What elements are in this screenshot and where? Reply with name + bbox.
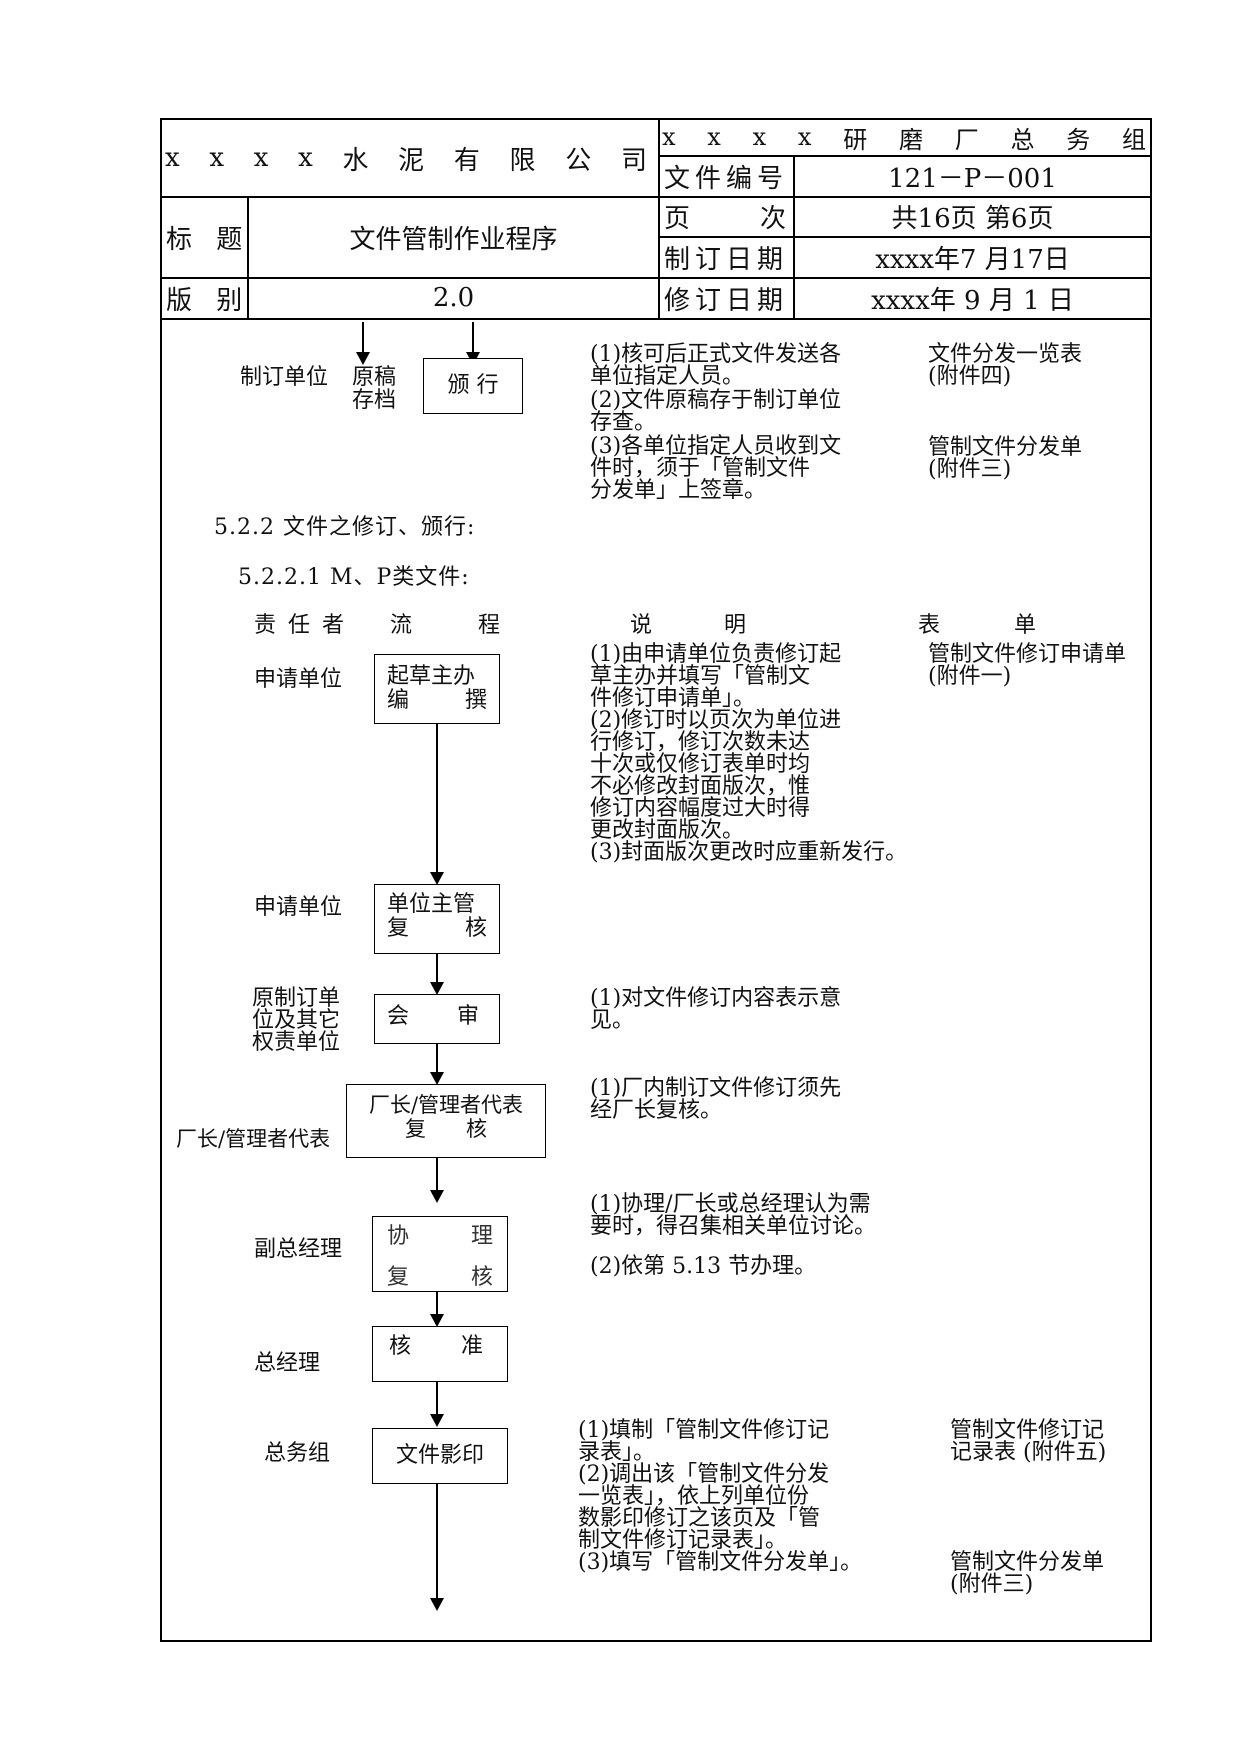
revise-date-label: 修订日期 <box>664 285 789 316</box>
draft-box: 起草主办 编撰 <box>374 654 500 724</box>
step5-notes: (1)协理/厂长或总经理认为需 要时，得召集相关单位讨论。 (2)依第 5.13… <box>590 1192 877 1279</box>
arrow-down-icon <box>356 352 370 365</box>
arrow-down-icon <box>430 872 444 885</box>
arrow-down-icon <box>430 982 444 995</box>
role-general-affairs: 总务组 <box>264 1441 331 1466</box>
arrow-down-icon <box>430 1414 444 1427</box>
role-plant-manager: 厂长/管理者代表 <box>176 1127 331 1151</box>
column-responsible: 责任者 <box>254 613 357 638</box>
document-title: 文件管制作业程序 <box>349 224 558 255</box>
issue-date-value: xxxx年7 月17日 <box>875 244 1070 275</box>
title-label: 标 题 <box>166 224 251 255</box>
page-label: 页次 <box>664 204 786 234</box>
role-applicant-unit: 申请单位 <box>254 667 343 692</box>
revise-date-value: xxxx年 9 月 1 日 <box>871 285 1074 316</box>
doc-no-value: 121－P－001 <box>888 163 1057 194</box>
arrow-down-icon <box>430 1314 444 1327</box>
issue-date-label: 制订日期 <box>664 244 789 275</box>
archive-label: 原稿存档 <box>352 365 397 413</box>
version-label: 版 别 <box>166 285 251 316</box>
arrow-down-icon <box>430 1190 444 1203</box>
step7-form-2: 管制文件分发单(附件三) <box>950 1550 1105 1597</box>
column-description: 说明 <box>630 613 746 638</box>
top-form-2: 管制文件分发单(附件三) <box>928 435 1083 482</box>
top-unit-label: 制订单位 <box>240 365 329 390</box>
step7-notes: (1)填制「管制文件修订记 录表」。 (2)调出该「管制文件分发 一览表」，依上… <box>578 1418 863 1575</box>
section-heading-5-2-2-1: 5.2.2.1 M、P类文件: <box>238 565 470 590</box>
joint-review-box: 会审 <box>374 994 500 1044</box>
step1-notes: (1)由申请单位负责修订起 草主办并填写「管制文 件修订申请单」。 (2)修订时… <box>590 642 908 865</box>
column-form: 表单 <box>918 613 1036 638</box>
associate-review-box: 协理 复核 <box>372 1216 508 1292</box>
top-form-1: 文件分发一览表(附件四) <box>928 342 1083 389</box>
role-gm: 总经理 <box>254 1351 321 1376</box>
issue-box: 颁 行 <box>423 358 523 414</box>
plant-manager-review-box: 厂长/管理者代表 复核 <box>346 1084 546 1158</box>
section-heading-5-2-2: 5.2.2 文件之修订、颁行: <box>214 515 476 540</box>
step3-notes: (1)对文件修订内容表示意 见。 <box>590 986 842 1033</box>
role-original-units: 原制订单位及其它权责单位 <box>252 986 341 1055</box>
role-vice-gm: 副总经理 <box>254 1237 343 1262</box>
step1-form: 管制文件修订申请单(附件一) <box>928 642 1127 689</box>
step4-notes: (1)厂内制订文件修订须先 经厂长复核。 <box>590 1076 842 1123</box>
supervisor-review-box: 单位主管 复核 <box>374 884 500 954</box>
version-value: 2.0 <box>432 283 475 313</box>
approve-box: 核准 <box>372 1326 508 1382</box>
page-value: 共16页 第6页 <box>891 204 1054 234</box>
role-applicant-unit-2: 申请单位 <box>254 895 343 920</box>
step7-form-1: 管制文件修订记记录表 (附件五) <box>950 1418 1107 1465</box>
arrow-down-icon <box>430 1598 444 1611</box>
doc-no-label: 文件编号 <box>664 163 789 194</box>
top-notes: (1)核可后正式文件发送各 单位指定人员。 (2)文件原稿存于制订单位 存查。 … <box>590 342 842 503</box>
copy-box: 文件影印 <box>372 1428 508 1484</box>
column-flow: 流程 <box>390 613 500 638</box>
arrow-down-icon <box>430 1072 444 1085</box>
